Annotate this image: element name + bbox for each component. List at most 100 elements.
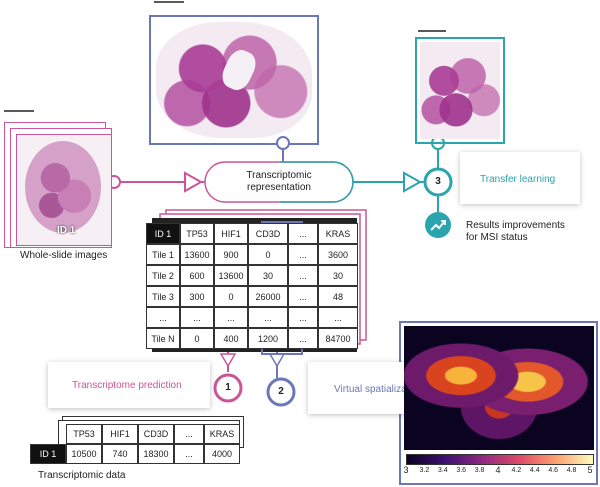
representation-label: Transcriptomic representation (246, 170, 312, 193)
wsi-arrow-icon (184, 171, 204, 193)
data-table-cell: CD3D (138, 424, 174, 444)
tile-table-cell: 300 (180, 286, 214, 307)
colorbar-tick-label: 4 (495, 465, 501, 475)
tile-table-cell: 900 (214, 244, 248, 265)
colorbar-tick-label: 3.6 (456, 467, 467, 474)
colorbar-tick-label: 4.8 (566, 467, 577, 474)
tile-table-row: .................. (146, 307, 362, 328)
colorbar-ticks: 3 3.2 3.4 3.6 3.8 4 4.2 4.4 4.6 4.8 5 (403, 464, 594, 478)
data-table-cell: ID 1 (30, 444, 66, 464)
step-1-number: 1 (225, 382, 231, 393)
tile-table-cell: ... (288, 223, 318, 244)
colorbar-tick-label: 4.2 (511, 467, 522, 474)
data-table-cell: KRAS (204, 424, 240, 444)
data-table-cell (30, 424, 66, 444)
tile-table-cell: 0 (214, 286, 248, 307)
step-3-number: 3 (435, 176, 441, 187)
tile-table-cell: 30 (318, 265, 358, 286)
virtual-spatialization-label: Virtual spatialization (334, 384, 423, 395)
transfer-learning-label: Transfer learning (480, 174, 556, 185)
tile-table-cell: HIF1 (214, 223, 248, 244)
tile-table-cell: 1200 (248, 328, 288, 349)
top-image-frame (149, 15, 319, 145)
whole-slide-images-label: Whole-slide images (20, 250, 108, 261)
step-1-circle (213, 373, 243, 403)
tile-table-cell: Tile N (146, 328, 180, 349)
step-2-circle (266, 377, 296, 407)
data-table-cell: 740 (102, 444, 138, 464)
trend-up-icon (430, 220, 446, 231)
wsi-front-slide: ID 1 (16, 134, 112, 246)
data-table-cell: 10500 (66, 444, 102, 464)
tile-table-cell: 3600 (318, 244, 358, 265)
transfer-image-frame (415, 37, 505, 144)
tile-table-cell: 13600 (214, 265, 248, 286)
tile-table-cell: ... (318, 307, 358, 328)
colorbar-tick-label: 3 (403, 465, 409, 475)
data-table-cell: 4000 (204, 444, 240, 464)
representation-teal-half (280, 161, 354, 203)
tile-table-cell: ... (288, 307, 318, 328)
colorbar-tick-label: 4.6 (548, 467, 559, 474)
tile-table-cell: ... (214, 307, 248, 328)
tile-table-cell: ... (288, 328, 318, 349)
tile-table-cell: CD3D (248, 223, 288, 244)
tile-table-cell: ... (288, 265, 318, 286)
tile-table-cell: ... (180, 307, 214, 328)
data-table-cell: TP53 (66, 424, 102, 444)
tile-table-cell: KRAS (318, 223, 358, 244)
transfer-arrow-icon (403, 171, 423, 193)
tile-table-cell: TP53 (180, 223, 214, 244)
wsi-slide-id: ID 1 (57, 225, 76, 236)
step-2-number: 2 (278, 386, 284, 397)
colorbar-tick-label: 5 (587, 465, 593, 475)
transfer-tissue-image (420, 42, 500, 139)
heatmap-colorbar (406, 454, 594, 465)
tile-table-cell: 400 (214, 328, 248, 349)
colorbar-tick-label: 3.2 (419, 467, 430, 474)
tile-table-cell: 0 (180, 328, 214, 349)
tile-table-cell: ... (288, 244, 318, 265)
step-2-arrow-icon (268, 353, 286, 368)
tile-table-cell: 30 (248, 265, 288, 286)
wsi-tissue (25, 141, 101, 233)
transfer-learning-callout: Transfer learning (460, 152, 580, 204)
tile-table-cell: 600 (180, 265, 214, 286)
top-image-node (276, 136, 290, 150)
transcriptome-prediction-label: Transcriptome prediction (72, 380, 182, 391)
tile-table-cell: Tile 1 (146, 244, 180, 265)
transcriptome-prediction-callout: Transcriptome prediction (48, 362, 210, 408)
tile-table-cell: ... (146, 307, 180, 328)
tile-table-cell: ... (288, 286, 318, 307)
tile-table-cell: 48 (318, 286, 358, 307)
data-table-cell: ... (174, 424, 204, 444)
virtual-spatialization-heatmap (404, 326, 594, 450)
transcriptomic-data-label: Transcriptomic data (38, 470, 126, 481)
tile-table-cell: Tile 2 (146, 265, 180, 286)
colorbar-tick-label: 3.4 (437, 467, 448, 474)
top-tissue-image (156, 22, 312, 138)
colorbar-tick-label: 4.4 (529, 467, 540, 474)
tile-table-cell: 0 (248, 244, 288, 265)
data-table-cell: HIF1 (102, 424, 138, 444)
tile-table-cell: 26000 (248, 286, 288, 307)
tile-table-cell: ... (248, 307, 288, 328)
step-1-arrow-icon (219, 353, 237, 368)
results-label: Results improvements for MSI status (466, 220, 565, 243)
data-table-cell: 18300 (138, 444, 174, 464)
data-table-cell: ... (174, 444, 204, 464)
tile-table-cell: 13600 (180, 244, 214, 265)
colorbar-tick-label: 3.8 (474, 467, 485, 474)
trend-circle (425, 212, 451, 238)
tile-table-cell: ID 1 (146, 223, 180, 244)
tile-table-cell: Tile 3 (146, 286, 180, 307)
tile-table-cell: 84700 (318, 328, 358, 349)
